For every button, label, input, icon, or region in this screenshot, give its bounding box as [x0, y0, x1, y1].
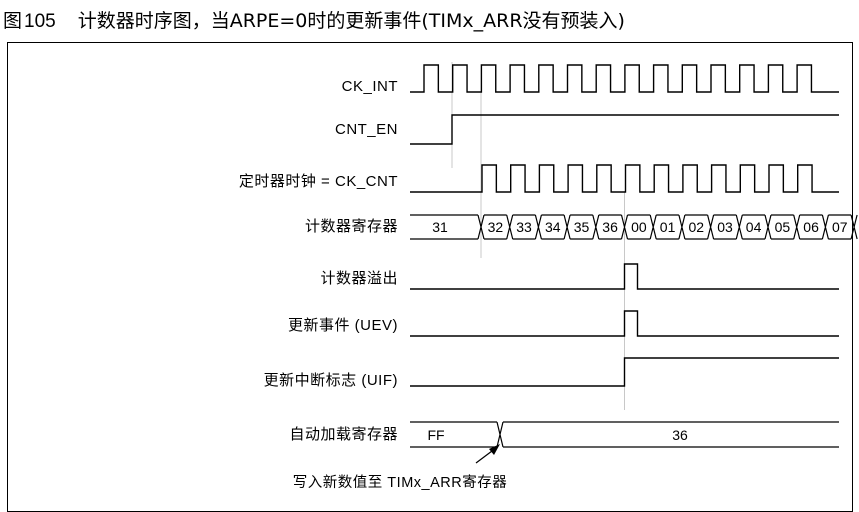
- counter-value-33: 33: [516, 219, 532, 235]
- counter-value-05: 05: [775, 219, 791, 235]
- counter-value-02: 02: [689, 219, 705, 235]
- update-event-waveform: [410, 310, 839, 337]
- auto-reload-register-bus: [410, 421, 839, 448]
- cnt-en-waveform: [410, 114, 839, 145]
- annotation-arrow: [475, 444, 500, 464]
- counter-value-07: 07: [832, 219, 848, 235]
- figure-number: 105: [24, 11, 56, 32]
- counter-value-36: 36: [602, 219, 618, 235]
- counter-value-initial: 31: [432, 219, 448, 235]
- counter-value-06: 06: [803, 219, 819, 235]
- figure-prefix: 图: [3, 10, 23, 32]
- counter-value-03: 03: [717, 219, 733, 235]
- counter-register-bus: [410, 214, 858, 240]
- label-counter-overflow: 计数器溢出: [320, 270, 398, 287]
- update-interrupt-flag-waveform: [410, 357, 839, 387]
- ck-int-waveform: [410, 64, 839, 93]
- label-counter-register: 计数器寄存器: [305, 217, 398, 235]
- label-auto-reload-register: 自动加载寄存器: [289, 425, 398, 443]
- arr-value-after: 36: [672, 427, 688, 443]
- counter-value-04: 04: [746, 219, 762, 235]
- counter-value-sequence: 32 33 34 35 36 00 01 02 03 04 05 06 07: [488, 219, 848, 235]
- label-ck-int: CK_INT: [342, 78, 398, 95]
- label-update-event: 更新事件 (UEV): [288, 317, 398, 334]
- counter-overflow-waveform: [410, 263, 839, 290]
- label-cnt-en: CNT_EN: [335, 121, 398, 138]
- counter-value-32: 32: [488, 219, 504, 235]
- label-ck-cnt: 定时器时钟 = CK_CNT: [239, 173, 398, 190]
- annotation-text: 写入新数值至 TIMx_ARR寄存器: [293, 473, 507, 491]
- counter-value-01: 01: [660, 219, 676, 235]
- arr-value-before: FF: [427, 427, 444, 443]
- counter-value-00: 00: [631, 219, 647, 235]
- counter-value-34: 34: [545, 219, 561, 235]
- figure-title: 计数器时序图，当ARPE=0时的更新事件(TIMx_ARR没有预装入): [77, 10, 625, 32]
- counter-value-35: 35: [574, 219, 590, 235]
- ck-cnt-waveform: [410, 164, 839, 193]
- timing-diagram: CK_INT CNT_EN 定时器时钟 = CK_CNT 计数器寄存器 计数器溢…: [239, 62, 858, 491]
- label-update-interrupt-flag: 更新中断标志 (UIF): [264, 372, 398, 389]
